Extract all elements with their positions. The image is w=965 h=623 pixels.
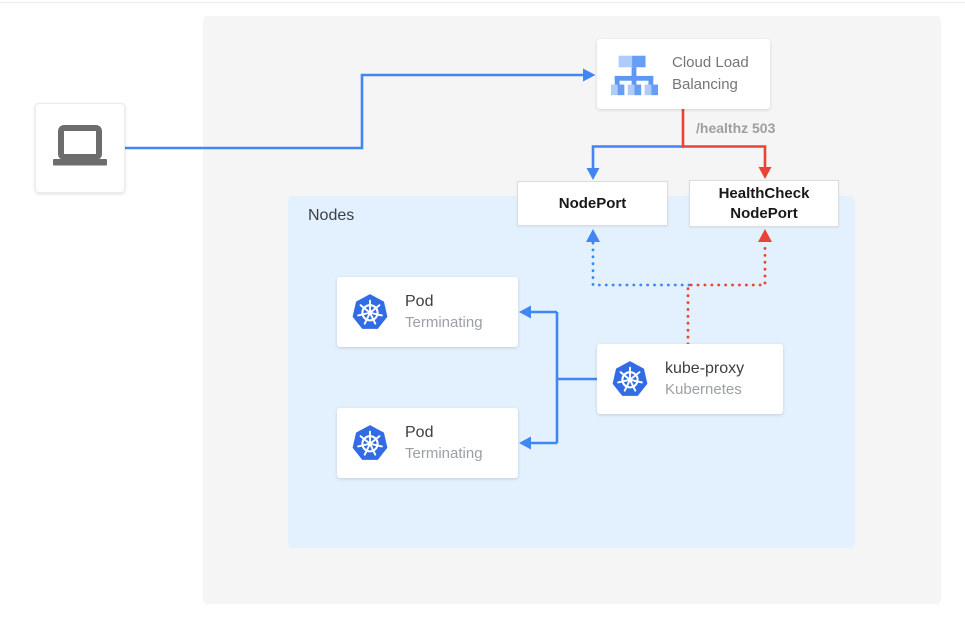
kube-proxy-subtitle: Kubernetes: [665, 380, 742, 398]
pod-node-2[interactable]: Pod Terminating: [337, 408, 518, 478]
cloud-load-balancing-node[interactable]: Cloud Load Balancing: [597, 39, 770, 109]
healthcheck-nodeport-node[interactable]: HealthCheck NodePort: [689, 180, 839, 227]
top-divider: [0, 2, 965, 3]
client-node[interactable]: [35, 103, 125, 193]
kubernetes-icon: [352, 425, 388, 460]
laptop-icon: [53, 125, 107, 166]
pod-title: Pod: [405, 423, 434, 441]
kubernetes-icon: [612, 361, 648, 396]
pod-node-1[interactable]: Pod Terminating: [337, 277, 518, 347]
cloud-load-balancing-label: Cloud Load Balancing: [672, 54, 749, 93]
load-balancer-icon: [610, 55, 659, 96]
nodeport-label: NodePort: [558, 194, 627, 212]
kube-proxy-title: kube-proxy: [665, 359, 745, 377]
healthz-status-label: /healthz 503: [696, 120, 776, 136]
pod-status: Terminating: [405, 313, 483, 331]
pod-title: Pod: [405, 292, 434, 310]
kube-proxy-node[interactable]: kube-proxy Kubernetes: [597, 344, 783, 414]
kubernetes-icon: [352, 294, 388, 329]
pod-status: Terminating: [405, 444, 483, 462]
nodes-group-label: Nodes: [308, 207, 355, 224]
nodeport-node[interactable]: NodePort: [517, 181, 668, 226]
healthcheck-nodeport-label: HealthCheck NodePort: [718, 185, 810, 222]
